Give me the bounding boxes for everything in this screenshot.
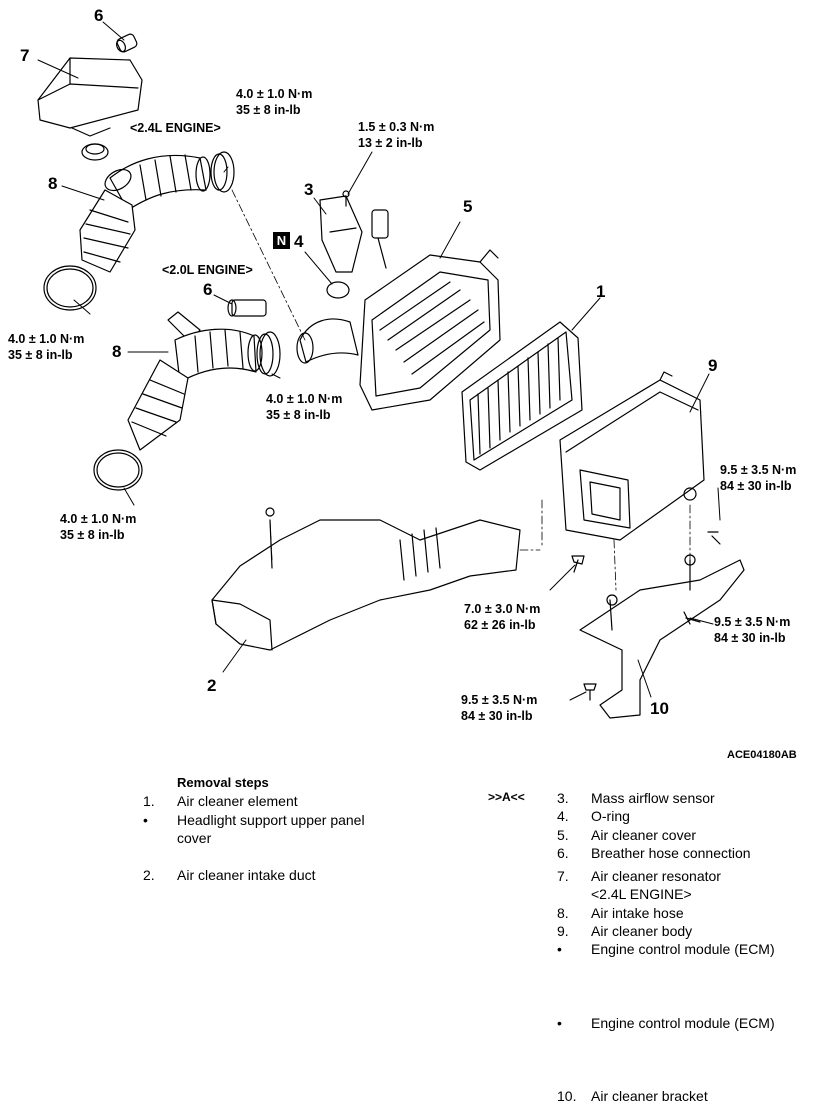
callout-9: 9 (708, 356, 718, 375)
step-text: Air cleaner element (177, 793, 298, 809)
air-cleaner-bracket-part (579, 554, 745, 719)
callout-4: 4 (294, 232, 304, 251)
torque-imperial: 84 ± 30 in-lb (461, 709, 533, 723)
callout-5: 5 (463, 197, 473, 216)
step-marker: 3. (557, 790, 569, 806)
torque-metric: 7.0 ± 3.0 N·m (464, 602, 541, 616)
torque-imperial: 62 ± 26 in-lb (464, 618, 536, 632)
torque-metric: 4.0 ± 1.0 N·m (236, 87, 313, 101)
torque-spec: 4.0 ± 1.0 N·m 35 ± 8 in-lb (60, 511, 136, 543)
step-text: Air intake hose (591, 905, 684, 921)
torque-imperial: 35 ± 8 in-lb (236, 103, 301, 117)
step-marker: 4. (557, 808, 569, 824)
callout-3: 3 (304, 180, 314, 199)
step-text: Breather hose connection (591, 845, 751, 861)
step-marker: 6. (557, 845, 569, 861)
intake-duct-part (211, 507, 521, 651)
step-text: Engine control module (ECM) (591, 1015, 775, 1031)
step-text: Air cleaner cover (591, 827, 697, 843)
torque-spec: 9.5 ± 3.5 N·m 84 ± 30 in-lb (714, 614, 790, 646)
resonator-part (37, 57, 143, 137)
callout-10: 10 (650, 699, 669, 718)
air-cleaner-body-part (559, 371, 705, 541)
intake-hose-lower (127, 311, 263, 451)
callout-6-top: 6 (94, 6, 104, 25)
step-marker: 8. (557, 905, 569, 921)
step-text: Air cleaner bracket (591, 1088, 708, 1104)
step-marker: 9. (557, 923, 569, 939)
air-cleaner-cover-part (296, 249, 501, 411)
torque-imperial: 84 ± 30 in-lb (714, 631, 786, 645)
torque-spec: 9.5 ± 3.5 N·m 84 ± 30 in-lb (461, 692, 537, 724)
hose-clamp-upper (210, 151, 235, 193)
torque-spec: 4.0 ± 1.0 N·m 35 ± 8 in-lb (266, 391, 342, 423)
torque-spec: 4.0 ± 1.0 N·m 35 ± 8 in-lb (8, 331, 84, 363)
callout-6-mid: 6 (203, 280, 213, 299)
air-cleaner-element-part (461, 321, 583, 471)
step-marker: • (143, 812, 148, 828)
assembly-lines (231, 189, 691, 591)
step-text: Air cleaner intake duct (177, 867, 316, 883)
engine-label-2-4l: <2.4L ENGINE> (130, 121, 221, 135)
callout-8-mid: 8 (112, 342, 122, 361)
step-text-continued: <2.4L ENGINE> (591, 886, 692, 902)
torque-imperial: 35 ± 8 in-lb (60, 528, 125, 542)
o-ring-part (326, 281, 350, 299)
step-marker: 2. (143, 867, 155, 883)
torque-metric: 9.5 ± 3.5 N·m (461, 693, 538, 707)
callout-1: 1 (596, 282, 606, 301)
torque-metric: 9.5 ± 3.5 N·m (720, 463, 797, 477)
torque-metric: 1.5 ± 0.3 N·m (358, 120, 435, 134)
step-marker: • (557, 941, 562, 957)
engine-label-2-0l: <2.0L ENGINE> (162, 263, 253, 277)
step-marker: • (557, 1015, 562, 1031)
step-text: O-ring (591, 808, 630, 824)
breather-connector-mid (227, 299, 267, 317)
removal-steps-title: Removal steps (177, 775, 269, 790)
torque-spec: 4.0 ± 1.0 N·m 35 ± 8 in-lb (236, 86, 312, 118)
torque-imperial: 35 ± 8 in-lb (266, 408, 331, 422)
step-text: Mass airflow sensor (591, 790, 715, 806)
hose-clamp-lower-left (43, 265, 97, 311)
step-marker: 5. (557, 827, 569, 843)
reference-mark: >>A<< (488, 790, 525, 804)
bolts (571, 531, 721, 701)
callout-7: 7 (20, 46, 30, 65)
step-text: Engine control module (ECM) (591, 941, 775, 957)
breather-connector-top (115, 33, 138, 53)
step-text-continued: cover (177, 830, 212, 846)
torque-imperial: 35 ± 8 in-lb (8, 348, 73, 362)
step-marker: 10. (557, 1088, 577, 1104)
torque-spec: 7.0 ± 3.0 N·m 62 ± 26 in-lb (464, 601, 540, 633)
torque-spec: 9.5 ± 3.5 N·m 84 ± 30 in-lb (720, 462, 796, 494)
callout-2: 2 (207, 676, 217, 695)
intake-hose-upper (79, 154, 211, 273)
torque-metric: 4.0 ± 1.0 N·m (60, 512, 137, 526)
leader-lines (37, 21, 721, 701)
torque-metric: 4.0 ± 1.0 N·m (266, 392, 343, 406)
step-marker: 7. (557, 868, 569, 884)
exploded-parts-diagram (37, 21, 745, 719)
torque-spec: 1.5 ± 0.3 N·m 13 ± 2 in-lb (358, 119, 434, 151)
clamp-top (81, 143, 109, 161)
step-text: Air cleaner body (591, 923, 693, 939)
torque-metric: 4.0 ± 1.0 N·m (8, 332, 85, 346)
step-text: Headlight support upper panel (177, 812, 365, 828)
mass-airflow-sensor-part (319, 190, 389, 273)
figure-code: ACE04180AB (727, 749, 797, 761)
hose-clamp-mid (256, 331, 281, 377)
callout-8-top: 8 (48, 174, 58, 193)
torque-imperial: 84 ± 30 in-lb (720, 479, 792, 493)
torque-imperial: 13 ± 2 in-lb (358, 136, 423, 150)
hose-clamp-lower-left-2 (93, 449, 143, 491)
torque-metric: 9.5 ± 3.5 N·m (714, 615, 791, 629)
n-badge: N (273, 232, 290, 249)
step-marker: 1. (143, 793, 155, 809)
step-text: Air cleaner resonator (591, 868, 721, 884)
